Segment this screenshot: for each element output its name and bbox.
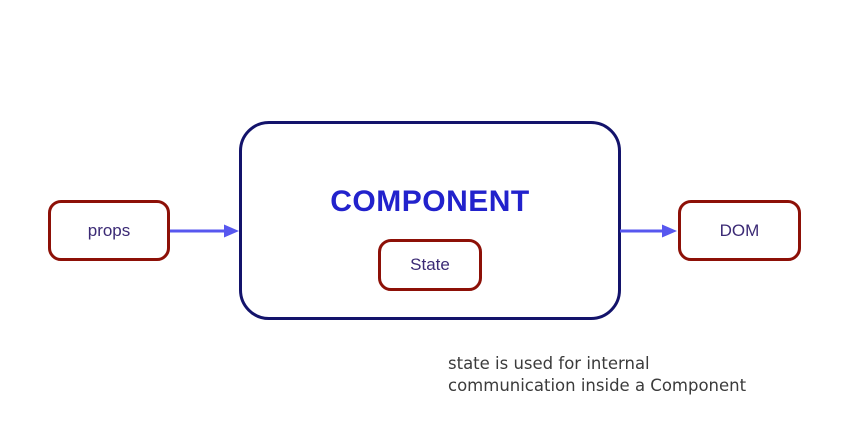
- state-node-label: State: [410, 255, 450, 274]
- props-node: props: [48, 200, 170, 261]
- dom-node: DOM: [678, 200, 801, 261]
- dom-node-label: DOM: [719, 220, 760, 240]
- arrow-component-to-dom-icon: [620, 224, 677, 238]
- caption-line-1: state is used for internal: [448, 354, 650, 373]
- arrow-props-to-component-icon: [170, 224, 239, 238]
- component-node-label: COMPONENT: [330, 185, 530, 218]
- caption: state is used for internal communication…: [448, 353, 746, 397]
- state-node: State: [378, 239, 482, 291]
- props-node-label: props: [87, 220, 131, 240]
- component-node: COMPONENT State: [239, 121, 621, 320]
- caption-line-2: communication inside a Component: [448, 376, 747, 395]
